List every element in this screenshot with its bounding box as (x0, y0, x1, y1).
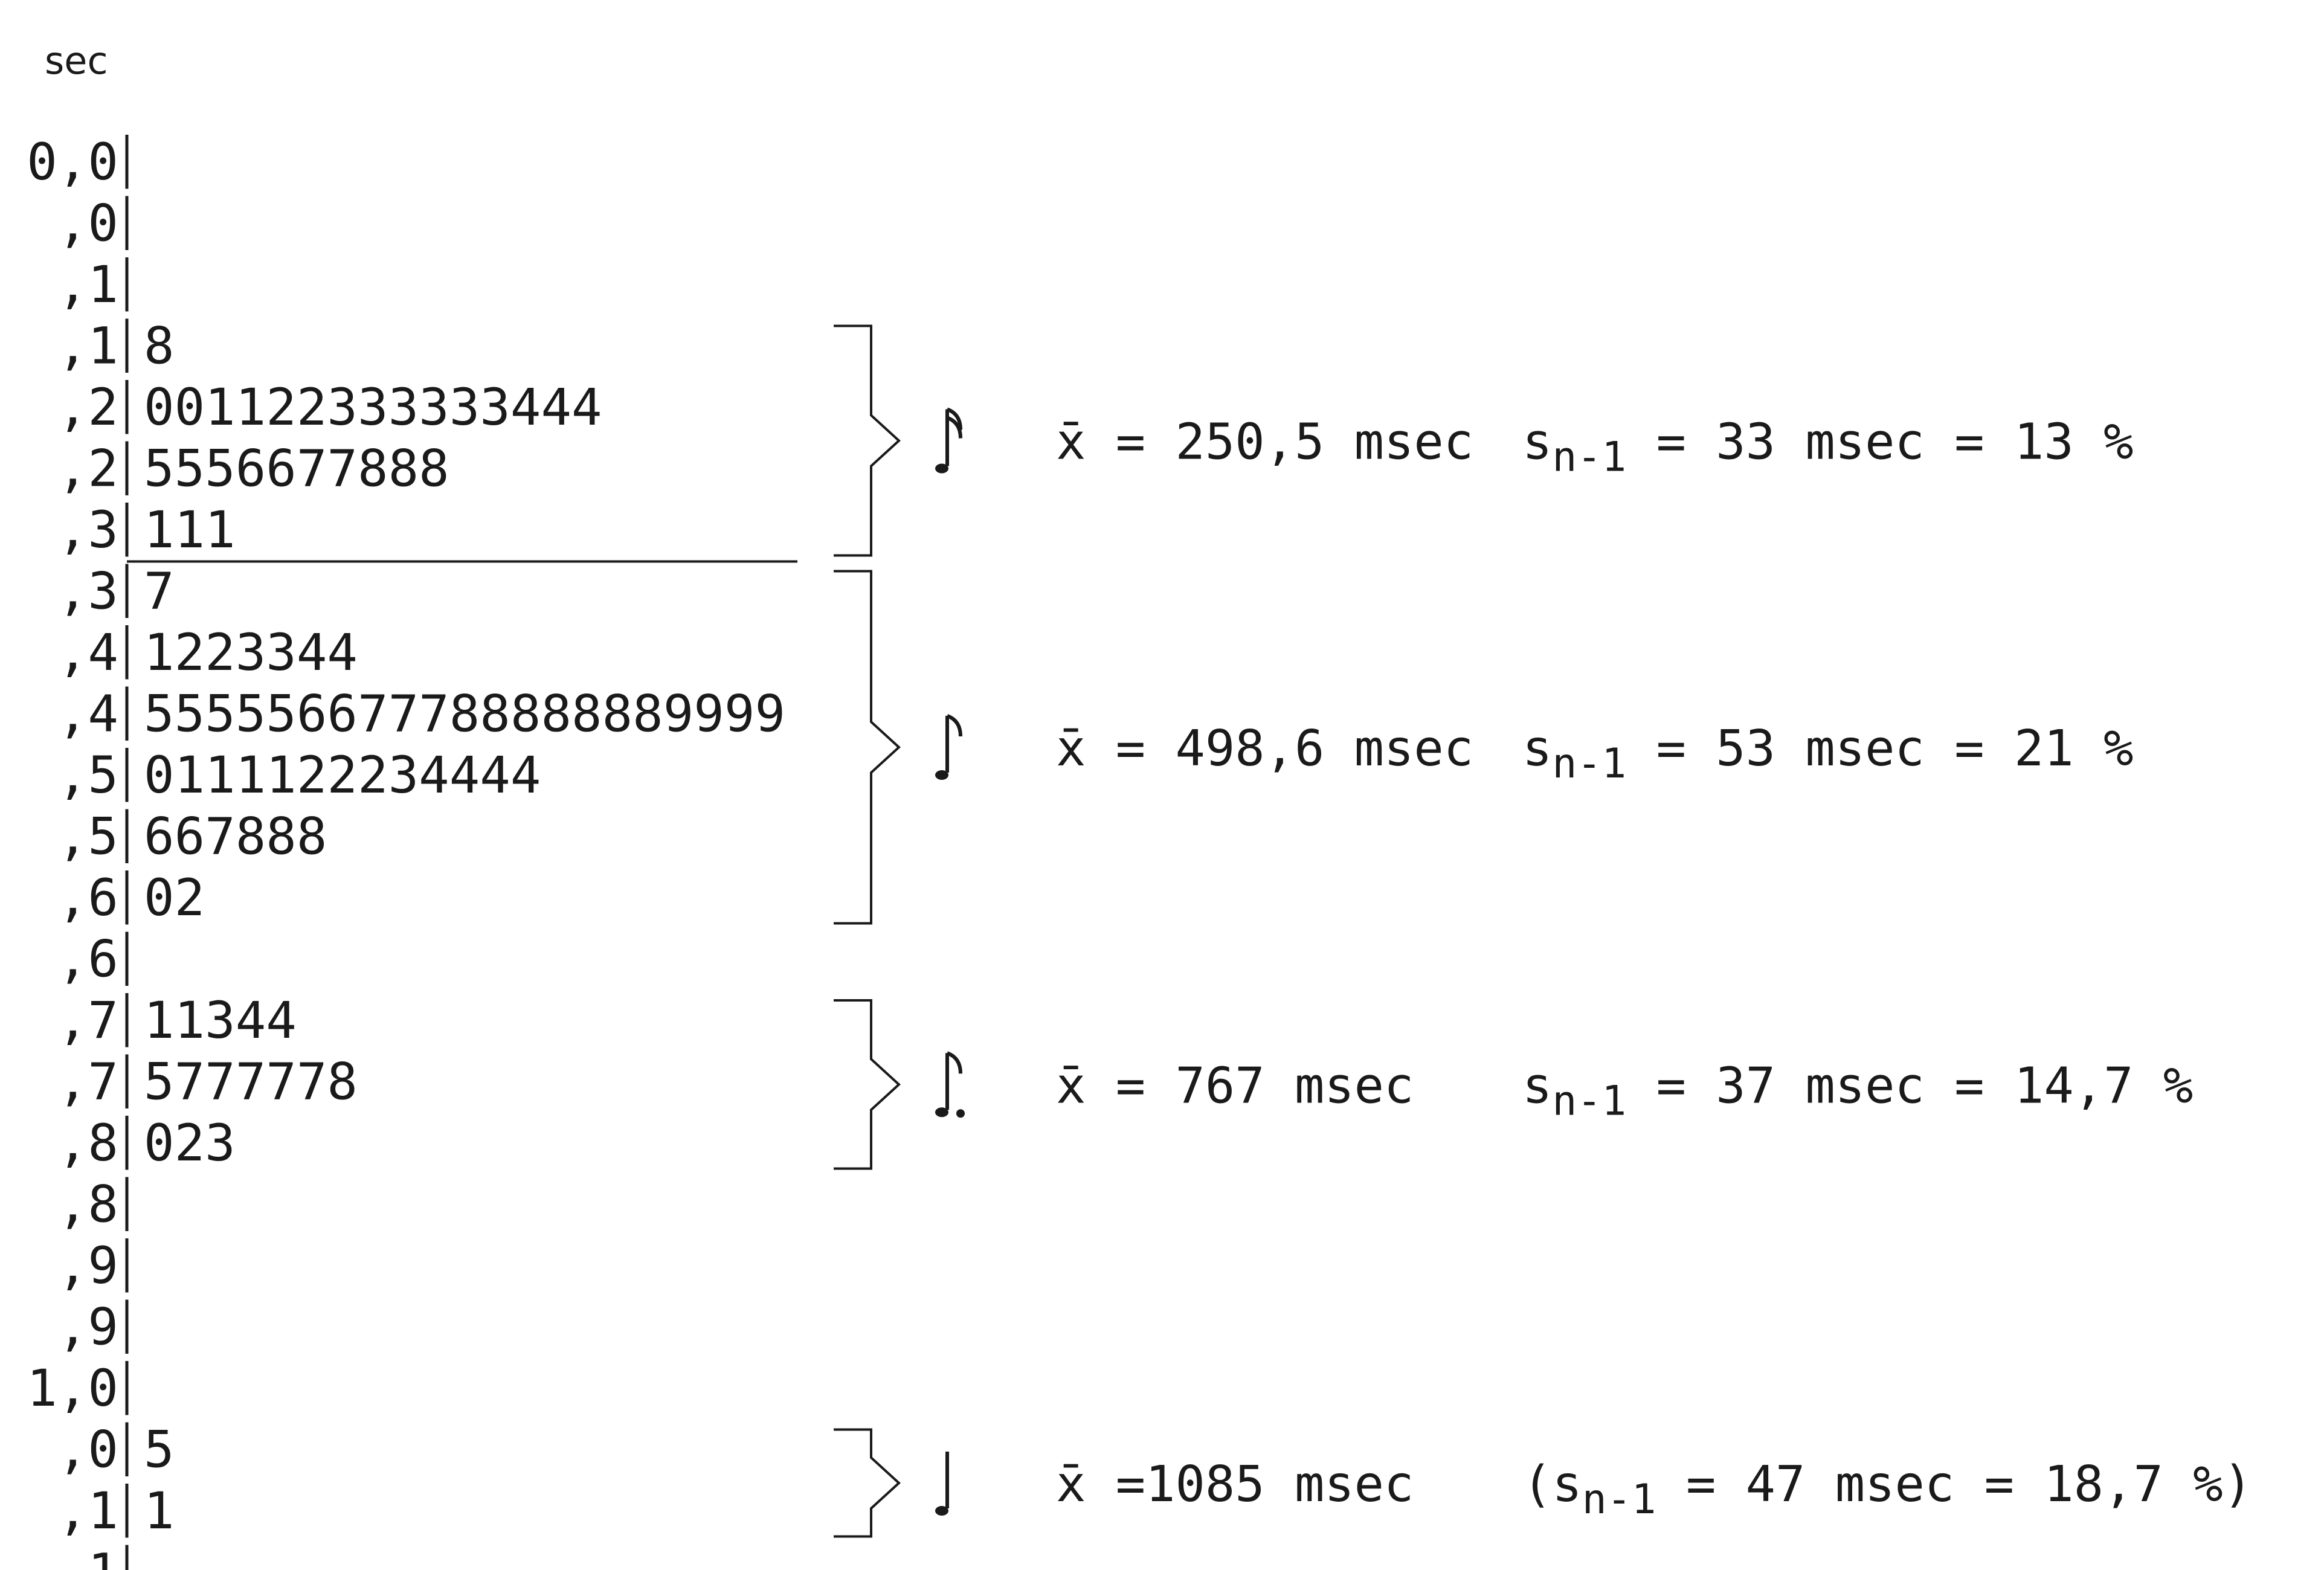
stem-leaf-row: ,1 1 (57, 1481, 175, 1540)
stem-leaf-row: ,9 (57, 1298, 129, 1357)
stem-leaf-row: ,2 5556677888 (57, 439, 449, 498)
group-mean: x̄ = 498,6 msec (1056, 720, 1473, 777)
leaf-digits: 667888 (144, 807, 327, 866)
group-summary: x̄ = 767 msec sn-1 = 37 msec = 14,7 % (834, 999, 2193, 1170)
stem-label: ,8 (57, 1113, 118, 1173)
group-mean: x̄ = 250,5 msec (1056, 414, 1473, 471)
leaf-digits: 023 (144, 1113, 236, 1173)
group-mean: x̄ =1085 msec (1056, 1456, 1414, 1513)
stem-leaf-row: ,7 11344 (57, 991, 297, 1050)
group-bracket (834, 1428, 901, 1538)
group-bracket (834, 324, 901, 557)
stem-leaf-row: 0,0 (27, 132, 129, 191)
stem-leaf-row: ,4 1223344 (57, 623, 358, 682)
leaf-digits: 8 (144, 317, 175, 376)
stem-label: ,0 (57, 1420, 118, 1479)
stem-label: ,1 (57, 1481, 118, 1540)
stem-label: ,5 (57, 745, 118, 805)
group-mean: x̄ = 767 msec (1056, 1057, 1414, 1115)
group-std-dev: sn-1 = 37 msec = 14,7 % (1522, 1057, 2193, 1125)
stem-label: ,8 (57, 1175, 118, 1234)
stem-leaf-row: ,0 (57, 194, 129, 253)
group-summary: x̄ = 498,6 msec sn-1 = 53 msec = 21 % (834, 570, 2133, 925)
stem-leaf-row: ,1 (57, 1543, 129, 1570)
stem-leaf-row: ,6 (57, 930, 129, 989)
stem-label: ,1 (57, 1543, 118, 1570)
stem-label: 1,0 (27, 1359, 118, 1418)
leaf-digits: 02 (144, 868, 205, 927)
group-std-dev: (sn-1 = 47 msec = 18,7 %) (1522, 1456, 2253, 1523)
stem-label: ,0 (57, 194, 118, 253)
stem-label: ,7 (57, 991, 118, 1050)
stem-label: ,9 (57, 1236, 118, 1295)
leaf-digits: 001122333333444 (144, 378, 602, 437)
stem-label: ,7 (57, 1052, 118, 1112)
stem-label: ,1 (57, 317, 118, 376)
stem-leaf-row: ,8 (57, 1175, 129, 1234)
eighth-note-icon (935, 714, 962, 780)
stem-label: ,2 (57, 378, 118, 437)
quarter-note-icon (935, 1452, 949, 1516)
stem-leaf-row: ,2 001122333333444 (57, 378, 602, 437)
stem-label: ,9 (57, 1298, 118, 1357)
leaf-digits: 5777778 (144, 1052, 358, 1112)
stem-label: ,4 (57, 684, 118, 744)
dotted-eighth-note-icon (935, 1051, 965, 1118)
leaf-digits: 11344 (144, 991, 297, 1050)
stem-label: ,3 (57, 500, 118, 559)
group-bracket (834, 999, 901, 1170)
leaf-digits: 111 (144, 500, 236, 559)
stem-leaf-row: ,1 (57, 255, 129, 314)
stem-label: ,6 (57, 868, 118, 927)
stem-leaf-row: ,9 (57, 1236, 129, 1295)
group-std-dev: sn-1 = 33 msec = 13 % (1522, 414, 2133, 481)
leaf-digits: 7 (144, 562, 175, 621)
leaf-digits: 5556677888 (144, 439, 449, 498)
leaf-digits: 0111122234444 (144, 745, 541, 805)
leaf-digits: 1223344 (144, 623, 358, 682)
stem-leaf-row: ,4 555556677788888889999 (57, 684, 785, 744)
stem-leaf-row: ,7 5777778 (57, 1052, 358, 1112)
stem-label: ,6 (57, 930, 118, 989)
stem-label: ,2 (57, 439, 118, 498)
stem-label: ,5 (57, 807, 118, 866)
stem-leaf-row: ,1 8 (57, 317, 175, 376)
leaf-digits: 5 (144, 1420, 175, 1479)
leaf-digits: 555556677788888889999 (144, 684, 785, 744)
group-summary: x̄ =1085 msec (sn-1 = 47 msec = 18,7 %) (834, 1428, 2253, 1538)
stem-label: ,3 (57, 562, 118, 621)
stem-leaf-row: ,0 5 (57, 1420, 175, 1479)
stem-label: 0,0 (27, 132, 118, 191)
stem-leaf-row: 1,0 (27, 1359, 129, 1418)
sixteenth-note-icon (935, 407, 962, 474)
group-std-dev: sn-1 = 53 msec = 21 % (1522, 720, 2133, 788)
stem-label: ,4 (57, 623, 118, 682)
stem-leaf-row: ,5 0111122234444 (57, 745, 541, 805)
stem-leaf-row: ,3 111 (57, 500, 236, 559)
stem-leaf-row: ,6 02 (57, 868, 205, 927)
group-summary: x̄ = 250,5 msec sn-1 = 33 msec = 13 % (834, 324, 2133, 557)
leaf-digits: 1 (144, 1481, 175, 1540)
group-bracket (834, 570, 901, 925)
stem-leaf-row: ,5 667888 (57, 807, 327, 866)
unit-label: sec (45, 39, 108, 83)
stem-leaf-row: ,3 7 (57, 562, 175, 621)
stem-leaf-row: ,8 023 (57, 1113, 236, 1173)
stem-label: ,1 (57, 255, 118, 314)
